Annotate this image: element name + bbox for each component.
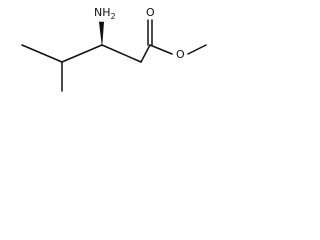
carbonyl-oxygen-label: O (146, 6, 155, 19)
structure-diagram: NH2 O O (21, 6, 207, 92)
bond-c2-carbonyl (140, 44, 151, 63)
bond-c4-c5 (61, 44, 103, 63)
bond-c3-c2 (101, 44, 142, 63)
bond-ester-o-methyl (187, 44, 207, 55)
ester-oxygen-label: O (176, 48, 185, 61)
wedge-bond-c3-n (99, 21, 104, 46)
amine-label: NH2 (94, 6, 116, 21)
bond-c5-c6 (21, 44, 63, 63)
bond-carbonyl-ester-o (149, 44, 173, 55)
